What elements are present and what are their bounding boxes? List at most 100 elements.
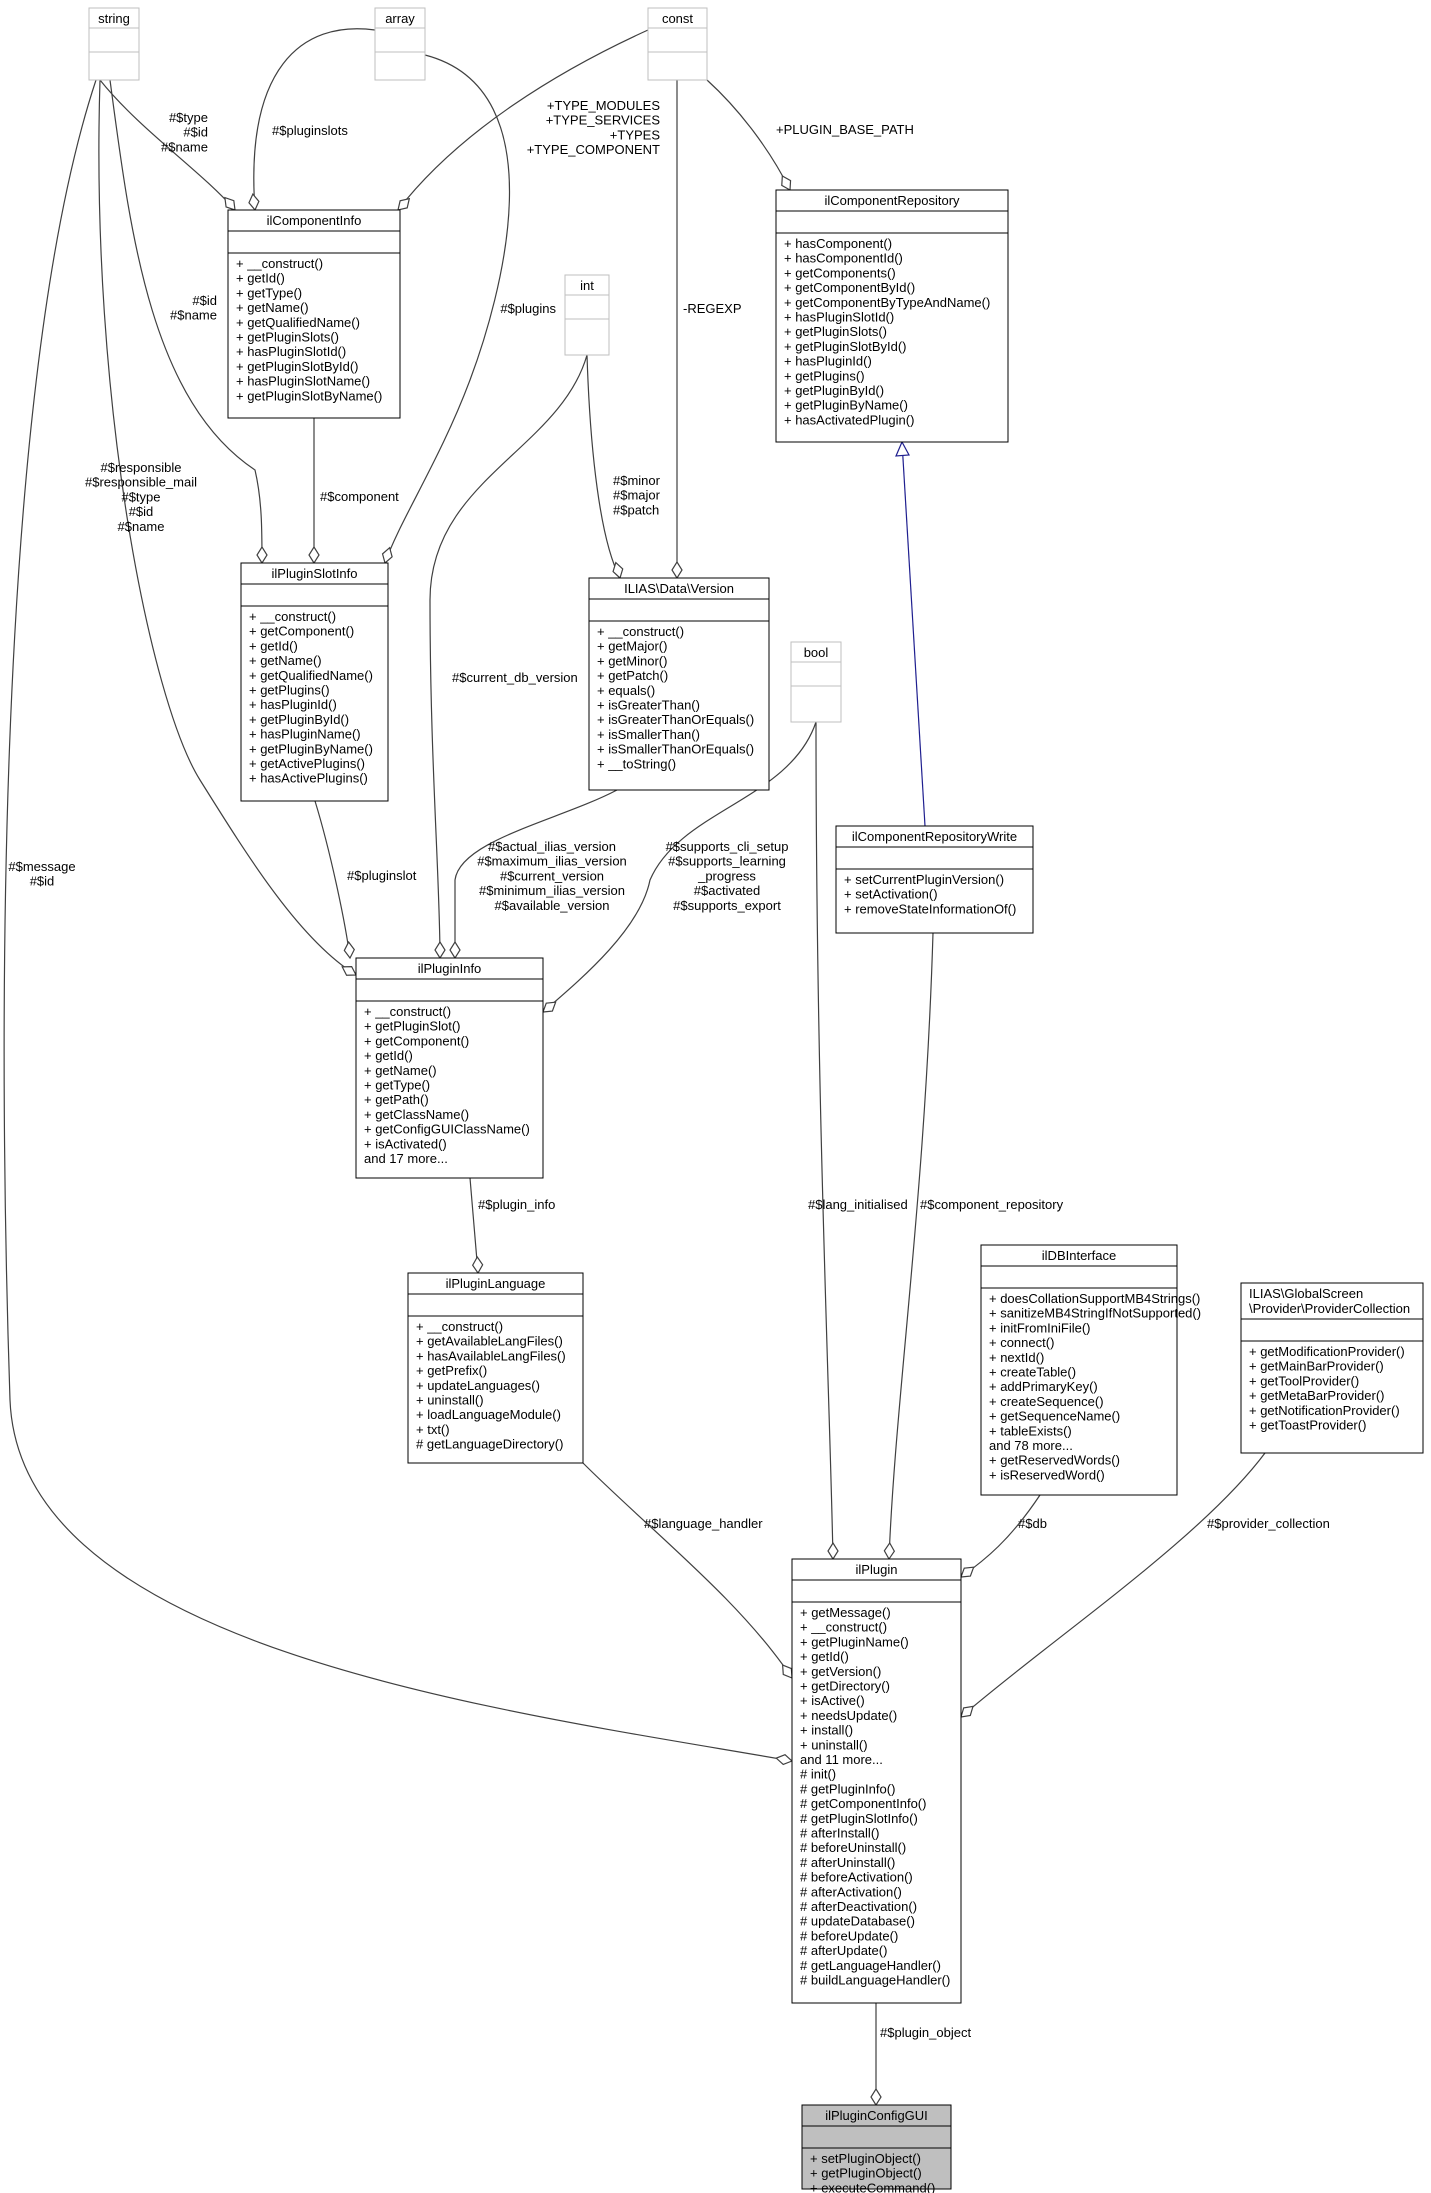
class-member: + getToolProvider()	[1249, 1373, 1359, 1388]
class-name: int	[580, 278, 594, 293]
class-member: + getComponentByTypeAndName()	[784, 295, 990, 310]
relation-line-int-plugin-info	[429, 354, 588, 959]
relation-line-component-repository-write-plugin	[888, 932, 934, 1560]
class-box	[790, 641, 842, 723]
class-member: + isReservedWord()	[989, 1467, 1105, 1482]
relation-line-array-plugin-slot-info	[384, 54, 510, 564]
aggregation-diamond	[224, 196, 236, 211]
class-member: + uninstall()	[800, 1737, 868, 1752]
class-box	[227, 209, 401, 419]
class-member: + getType()	[364, 1078, 430, 1093]
relation-label: #$name	[170, 308, 217, 323]
relation-label: #$responsible_mail	[85, 475, 197, 490]
relation-label: #$component_repository	[920, 1197, 1064, 1212]
class-member: + getConfigGUIClassName()	[364, 1122, 530, 1137]
relation-label: #$language_handler	[644, 1516, 763, 1531]
class-component-repository-write: ilComponentRepositoryWrite+ setCurrentPl…	[835, 825, 1034, 934]
class-bool: bool	[790, 641, 842, 723]
relation-label: #$provider_collection	[1207, 1516, 1330, 1531]
class-member: + hasAvailableLangFiles()	[416, 1348, 566, 1363]
class-member: + hasComponent()	[784, 236, 892, 251]
class-member: + getId()	[364, 1048, 413, 1063]
aggregation-diamond	[781, 1664, 793, 1679]
class-member: + executeCommand()	[810, 2180, 935, 2193]
relation-label: #$name	[161, 139, 208, 154]
class-member: + __toString()	[597, 756, 676, 771]
relation-label: #$id	[30, 874, 55, 889]
class-box	[588, 577, 770, 791]
class-member: + getActivePlugins()	[249, 756, 365, 771]
class-name: ilPluginConfigGUI	[825, 2108, 928, 2123]
class-name: ilPlugin	[856, 1562, 898, 1577]
aggregation-diamond	[397, 197, 411, 211]
class-plugin-slot-info: ilPluginSlotInfo+ __construct()+ getComp…	[240, 562, 389, 802]
relation-label: #$minor	[613, 473, 661, 488]
class-member: + getAvailableLangFiles()	[416, 1334, 563, 1349]
relation-label: #$patch	[613, 502, 659, 517]
class-component-info: ilComponentInfo+ __construct()+ getId()+…	[227, 209, 401, 419]
class-member: + needsUpdate()	[800, 1708, 897, 1723]
inheritance-arrowhead	[895, 440, 910, 457]
relation-line-string-plugin	[3, 79, 793, 1762]
class-member: + getName()	[249, 653, 322, 668]
class-member: # beforeUninstall()	[800, 1840, 906, 1855]
class-array: array	[374, 7, 426, 81]
class-member: + uninstall()	[416, 1393, 484, 1408]
relation-line-provider-collection-plugin	[960, 1452, 1266, 1718]
class-member: + getMinor()	[597, 653, 667, 668]
class-box	[407, 1272, 584, 1464]
class-member: + sanitizeMB4StringIfNotSupported()	[989, 1306, 1201, 1321]
relation-label: +TYPE_SERVICES	[546, 113, 661, 128]
class-member: + hasComponentId()	[784, 251, 903, 266]
relation-line-string-component-info	[99, 79, 236, 211]
relation-label: #$plugin_object	[880, 2025, 971, 2040]
class-member: + getClassName()	[364, 1107, 469, 1122]
class-member: # buildLanguageHandler()	[800, 1973, 950, 1988]
relation-label: #$current_version	[500, 868, 604, 883]
classes-layer: string array const int bool ilComponentInfo+ …	[88, 7, 1424, 2193]
class-member: # getLanguageHandler()	[800, 1958, 941, 1973]
relation-label: -REGEXP	[683, 301, 742, 316]
class-member: + hasPluginSlotName()	[236, 374, 370, 389]
relation-label: #$db	[1018, 1516, 1047, 1531]
aggregation-diamond	[612, 561, 624, 580]
class-member: + getPluginSlot()	[364, 1019, 460, 1034]
class-member: + getPluginSlots()	[236, 330, 339, 345]
class-box	[374, 7, 426, 81]
class-member: + tableExists()	[989, 1423, 1072, 1438]
class-name: ilPluginSlotInfo	[272, 566, 358, 581]
class-member: + setActivation()	[844, 887, 938, 902]
relation-label: #$id	[183, 125, 208, 140]
relation-line-string-plugin-slot-info	[109, 79, 263, 564]
class-const: const	[647, 7, 708, 81]
aggregation-diamond	[381, 546, 393, 565]
class-member: + connect()	[989, 1335, 1054, 1350]
relation-label: #$activated	[694, 883, 761, 898]
class-member: + txt()	[416, 1422, 450, 1437]
class-member: + getPlugins()	[249, 683, 330, 698]
aggregation-diamond	[256, 545, 268, 565]
class-member: + doesCollationSupportMB4Strings()	[989, 1291, 1200, 1306]
class-member: # init()	[800, 1767, 836, 1782]
class-member: + isGreaterThanOrEquals()	[597, 712, 754, 727]
class-member: + loadLanguageModule()	[416, 1407, 561, 1422]
relation-label: #$plugins	[500, 301, 556, 316]
class-box	[240, 562, 389, 802]
class-member: + setPluginObject()	[810, 2151, 921, 2166]
class-member: # beforeActivation()	[800, 1870, 913, 1885]
class-member: + isSmallerThanOrEquals()	[597, 742, 754, 757]
class-member: + getNotificationProvider()	[1249, 1403, 1400, 1418]
relation-line-bool-plugin	[815, 721, 834, 1560]
class-member: + getSequenceName()	[989, 1409, 1120, 1424]
class-member: + getPluginSlotByName()	[236, 388, 382, 403]
class-name: string	[98, 11, 130, 26]
class-member: + getComponentById()	[784, 280, 915, 295]
class-member: + getPatch()	[597, 668, 668, 683]
class-member: # afterDeactivation()	[800, 1899, 917, 1914]
class-box	[1240, 1282, 1424, 1454]
relation-label: #$supports_export	[673, 898, 781, 913]
class-member: + getDirectory()	[800, 1679, 890, 1694]
class-name: ILIAS\GlobalScreen\Provider\ProviderColl…	[1249, 1286, 1410, 1316]
relation-line-plugin-slot-info-plugin-info	[314, 800, 351, 959]
class-member: + getPluginObject()	[810, 2166, 922, 2181]
